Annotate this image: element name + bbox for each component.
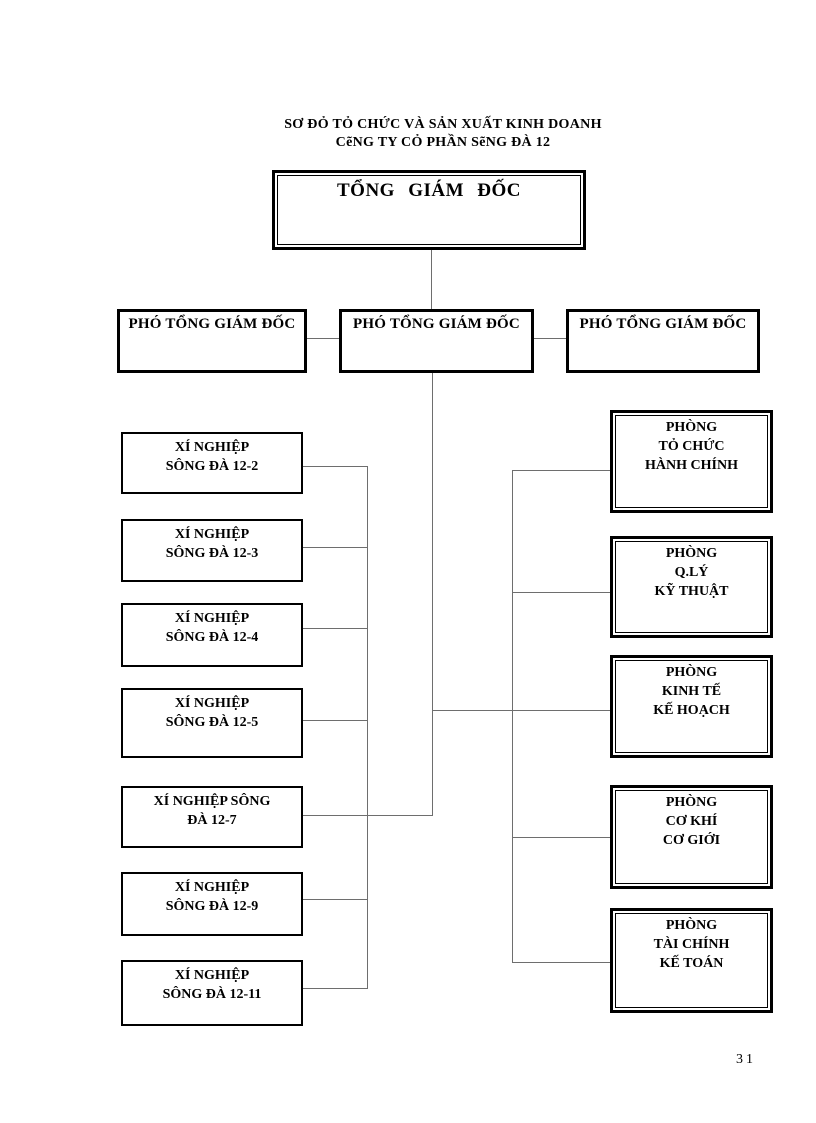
connector-deputy-left	[307, 338, 339, 339]
connector-dept-1	[513, 470, 610, 471]
box-xi-nghiep-song-da-12-4: XÍ NGHIỆP SÔNG ĐÀ 12-4	[121, 603, 303, 667]
chart-title: SƠ ĐỎ TỎ CHỨC VÀ SẢN XUẤT KINH DOANH CẽN…	[143, 116, 743, 152]
box-tong-giam-doc: TỔNG GIÁM ĐỐC	[272, 170, 586, 250]
connector-dept-5	[513, 962, 610, 963]
connector-enterprise-12-4	[303, 628, 367, 629]
chart-title-line2: CẽNG TY CỎ PHẦN SẽNG ĐÀ 12	[335, 135, 551, 150]
box-pho-tong-giam-doc-3: PHÓ TỔNG GIÁM ĐỐC	[566, 309, 760, 373]
box-xi-nghiep-song-da-12-2: XÍ NGHIỆP SÔNG ĐÀ 12-2	[121, 432, 303, 494]
chart-title-line1: SƠ ĐỎ TỎ CHỨC VÀ SẢN XUẤT KINH DOANH	[284, 117, 602, 132]
box-phong-co-khi-co-gioi: PHÒNG CƠ KHÍ CƠ GIỚI	[610, 785, 773, 889]
page-number: 31	[736, 1052, 756, 1067]
connector-left-spine	[367, 466, 368, 989]
connector-enterprise-12-5	[303, 720, 367, 721]
box-phong-tai-chinh-ke-toan: PHÒNG TÀI CHÍNH KẾ TOÁN	[610, 908, 773, 1013]
connector-right-spine	[512, 470, 513, 963]
connector-enterprise-12-2	[303, 466, 367, 467]
box-pho-tong-giam-doc-1: PHÓ TỔNG GIÁM ĐỐC	[117, 309, 307, 373]
connector-trunk-to-enterprise-12-7	[300, 815, 433, 816]
box-xi-nghiep-song-da-12-5: XÍ NGHIỆP SÔNG ĐÀ 12-5	[121, 688, 303, 758]
box-phong-qly-ky-thuat: PHÒNG Q.LÝ KỸ THUẬT	[610, 536, 773, 638]
box-phong-to-chuc-hanh-chinh: PHÒNG TỎ CHỨC HÀNH CHÍNH	[610, 410, 773, 513]
box-pho-tong-giam-doc-2: PHÓ TỔNG GIÁM ĐỐC	[339, 309, 534, 373]
box-phong-kinh-te-ke-hoach: PHÒNG KINH TẾ KẾ HOẠCH	[610, 655, 773, 758]
connector-enterprise-12-3	[303, 547, 367, 548]
connector-enterprise-12-9	[303, 899, 367, 900]
connector-deputy-right	[534, 338, 566, 339]
box-xi-nghiep-song-da-12-7: XÍ NGHIỆP SÔNG ĐÀ 12-7	[121, 786, 303, 848]
connector-dept-4	[513, 837, 610, 838]
connector-root-deputy	[431, 250, 432, 309]
connector-central-trunk	[432, 373, 433, 816]
box-xi-nghiep-song-da-12-3: XÍ NGHIỆP SÔNG ĐÀ 12-3	[121, 519, 303, 582]
connector-dept-2	[513, 592, 610, 593]
connector-trunk-to-dept-3	[433, 710, 610, 711]
box-xi-nghiep-song-da-12-11: XÍ NGHIỆP SÔNG ĐÀ 12-11	[121, 960, 303, 1026]
box-xi-nghiep-song-da-12-9: XÍ NGHIỆP SÔNG ĐÀ 12-9	[121, 872, 303, 936]
connector-enterprise-12-11	[303, 988, 367, 989]
